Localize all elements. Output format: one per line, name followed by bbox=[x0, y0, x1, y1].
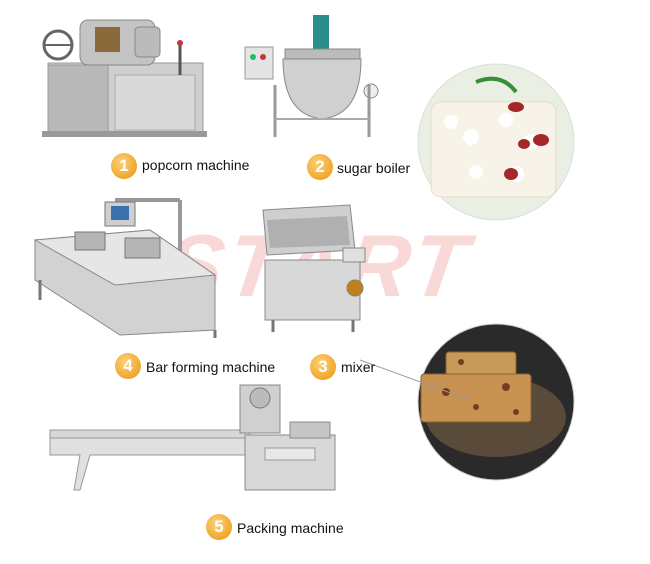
step-2-badge: 2 bbox=[307, 154, 333, 180]
step-3-badge: 3 bbox=[310, 354, 336, 380]
step-4-label: Bar forming machine bbox=[146, 359, 276, 375]
packing-machine-image bbox=[49, 384, 336, 491]
step-1-label: popcorn machine bbox=[142, 157, 250, 173]
bar-forming-machine-image bbox=[33, 198, 217, 338]
popcorn-machine-image bbox=[42, 19, 207, 137]
step-4-badge: 4 bbox=[115, 353, 141, 379]
step-3-label: mixer bbox=[341, 359, 376, 375]
granola-bar-photo bbox=[417, 323, 575, 481]
sugar-boiler-image bbox=[244, 15, 379, 137]
step-5-label: Packing machine bbox=[237, 520, 344, 536]
mixer-image bbox=[262, 204, 366, 332]
rice-bar-photo bbox=[417, 63, 575, 221]
step-2-label: sugar boiler bbox=[337, 160, 411, 176]
step-5-badge: 5 bbox=[206, 514, 232, 540]
step-1-badge: 1 bbox=[111, 153, 137, 179]
